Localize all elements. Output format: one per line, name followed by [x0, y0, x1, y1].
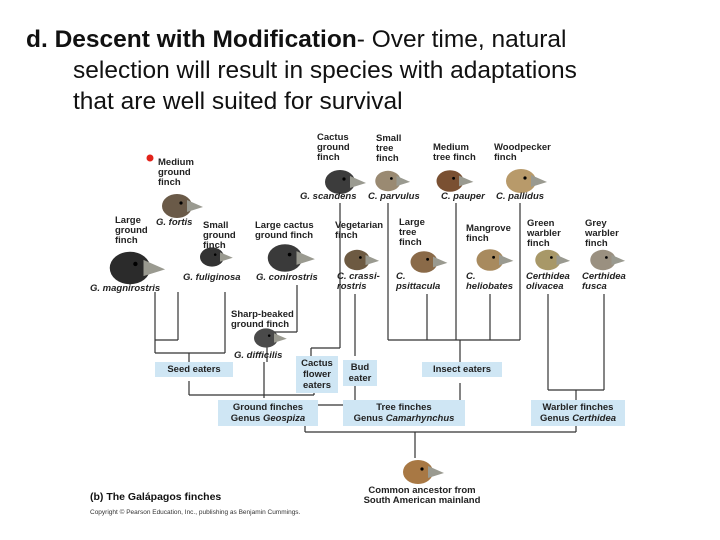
- finch-head-c-pallidus: [506, 169, 547, 193]
- finch-head-c-psittacula: [410, 251, 448, 273]
- species-certhidea-fusca: Certhidea fusca: [582, 271, 626, 292]
- genus-prefix: Genus: [539, 413, 573, 424]
- label-small-tree-finch: Small tree finch: [376, 133, 402, 164]
- figure-caption: (b) The Galápagos finches: [90, 491, 222, 503]
- species-c-parvulus: C. parvulus: [368, 191, 420, 202]
- finch-head-c-crassirostris: [344, 249, 380, 271]
- heading-line2: selection will result in species with ad…: [73, 57, 577, 84]
- species-c-crassirostris: C. crassi- rostris: [337, 271, 380, 292]
- insect-eaters-box: Insect eaters: [422, 362, 502, 377]
- common-ancestor-label: Common ancestor from South American main…: [363, 485, 481, 506]
- ancestor-finch-head: [403, 460, 444, 484]
- heading-lead: d. Descent with Modification: [26, 26, 357, 53]
- genus-geospiza: Geospiza: [262, 413, 306, 424]
- highlight-dot: [146, 154, 154, 162]
- genus-certhidea: Certhidea: [572, 413, 617, 424]
- label-medium-ground-finch: Medium ground finch: [158, 157, 194, 188]
- species-c-psittacula: C. psittacula: [396, 271, 441, 292]
- heading-line1: - Over time, natural: [356, 26, 567, 53]
- label-medium-tree-finch: Medium tree finch: [433, 142, 476, 163]
- label-large-tree-finch: Large tree finch: [399, 217, 425, 248]
- slide-heading: d. Descent with Modification- Over time,…: [26, 24, 706, 117]
- finch-head-g-fortis: [162, 194, 203, 218]
- label-grey-warbler-finch: Grey warbler finch: [585, 218, 619, 249]
- label-small-ground-finch: Small ground finch: [203, 220, 236, 251]
- finch-head-c-olivacea: [535, 249, 571, 271]
- ground-finches-box: Ground finches Genus Geospiza: [218, 400, 318, 426]
- label-large-ground-finch: Large ground finch: [115, 215, 148, 246]
- finch-head-c-pauper: [436, 170, 474, 192]
- species-c-pauper: C. pauper: [441, 191, 485, 202]
- finch-head-g-conirostris: [267, 244, 315, 272]
- warbler-finches-label: Warbler finches: [542, 402, 614, 413]
- finch-head-g-difficilis: [254, 328, 287, 348]
- genus-prefix: Genus: [353, 413, 386, 424]
- warbler-finches-box: Warbler finches Genus Certhidea: [531, 400, 625, 426]
- copyright-notice: Copyright © Pearson Education, Inc., pub…: [90, 509, 301, 516]
- tree-finches-box: Tree finches Genus Camarhynchus: [343, 400, 465, 426]
- ground-finches-label: Ground finches: [232, 402, 304, 413]
- finch-head-c-parvulus: [375, 170, 411, 192]
- label-mangrove-finch: Mangrove finch: [466, 223, 511, 244]
- bud-eater-box: Bud eater: [343, 360, 377, 386]
- finch-head-g-fuliginosa: [200, 247, 233, 267]
- species-g-scandens: G. scandens: [300, 191, 357, 202]
- finch-head-c-fusca: [590, 249, 626, 271]
- label-cactus-ground-finch: Cactus ground finch: [317, 132, 350, 163]
- species-c-heliobates: C. heliobates: [466, 271, 513, 292]
- label-sharp-beaked-ground-finch: Sharp-beaked ground finch: [231, 309, 294, 330]
- tree-finches-label: Tree finches: [376, 402, 432, 413]
- cactus-flower-eaters-box: Cactus flower eaters: [296, 356, 338, 393]
- species-certhidea-olivacea: Certhidea olivacea: [526, 271, 570, 292]
- genus-camarhynchus: Camarhynchus: [385, 413, 455, 424]
- species-g-conirostris: G. conirostris: [256, 272, 318, 283]
- label-large-cactus-ground-finch: Large cactus ground finch: [255, 220, 314, 241]
- finch-head-g-scandens: [325, 170, 366, 194]
- label-vegetarian-finch: Vegetarian finch: [335, 220, 384, 241]
- heading-line3: that are well suited for survival: [73, 88, 403, 115]
- species-g-fuliginosa: G. fuliginosa: [183, 272, 241, 283]
- species-g-magnirostris: G. magnirostris: [90, 283, 161, 294]
- finch-head-g-magnirostris: [109, 251, 166, 285]
- species-g-fortis: G. fortis: [156, 217, 193, 228]
- species-g-difficilis: G. difficilis: [234, 350, 283, 361]
- seed-eaters-box: Seed eaters: [155, 362, 233, 377]
- genus-prefix: Genus: [230, 413, 263, 424]
- species-c-pallidus: C. pallidus: [496, 191, 545, 202]
- finch-head-c-heliobates: [476, 249, 514, 271]
- label-woodpecker-finch: Woodpecker finch: [494, 142, 551, 163]
- label-green-warbler-finch: Green warbler finch: [527, 218, 561, 249]
